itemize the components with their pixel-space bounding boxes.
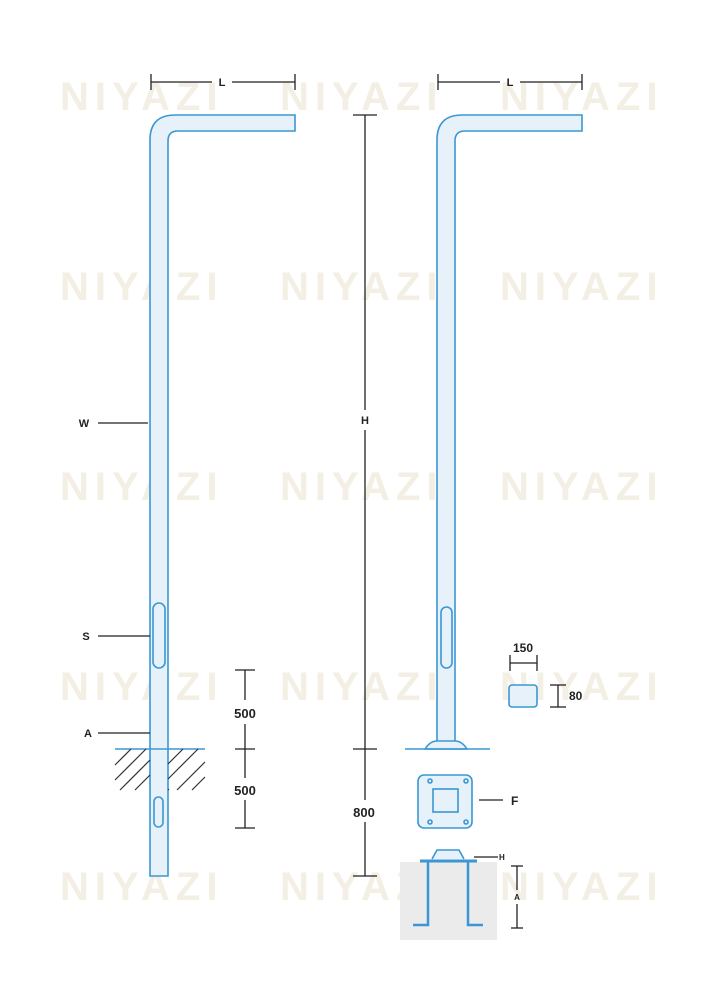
left-pole-cable-slot: [153, 796, 164, 828]
dim-500-lower: 500: [234, 783, 256, 798]
left-pole-body: [149, 114, 296, 877]
section-height-label: 80: [569, 689, 583, 703]
watermark-text: NIYAZI: [500, 265, 663, 309]
right-length-dimension: [437, 74, 583, 90]
anchor-dimensions: [474, 856, 523, 929]
right-pole-body: [436, 114, 583, 743]
watermark-text: NIYAZI: [500, 865, 663, 909]
left-pole-door-slot: [152, 602, 166, 669]
watermark-text: NIYAZI: [60, 665, 223, 709]
wall-label: W: [79, 418, 90, 430]
watermark-text: NIYAZI: [60, 865, 223, 909]
slot-label: S: [82, 631, 89, 643]
watermark-text: NIYAZI: [280, 265, 443, 309]
dim-500-upper: 500: [234, 706, 256, 721]
foundation-block: [400, 862, 497, 940]
watermark-text: NIYAZI: [280, 665, 443, 709]
section-width-label: 150: [513, 641, 533, 655]
anchor-label-left: A: [84, 728, 92, 740]
section-profile: [508, 684, 538, 708]
depth-800-label: 800: [353, 805, 375, 820]
left-ground: [114, 748, 206, 791]
watermark-text: NIYAZI: [280, 75, 443, 119]
length-label-left: L: [219, 77, 226, 89]
left-pole: [149, 114, 296, 877]
watermark-text: NIYAZI: [500, 465, 663, 509]
anchor-depth-label: A: [514, 893, 520, 902]
height-label: H: [361, 415, 369, 427]
watermark-text: NIYAZI: [60, 265, 223, 309]
right-pole: [405, 114, 583, 750]
ground-hatch: [114, 748, 206, 791]
section-dimensions: [509, 655, 566, 708]
flange-label: F: [511, 794, 518, 808]
watermark-text: NIYAZI: [280, 465, 443, 509]
watermark-text: NIYAZI: [60, 465, 223, 509]
anchor-bolts: [413, 849, 483, 927]
watermarks: NIYAZI NIYAZI NIYAZI NIYAZI NIYAZI NIYAZ…: [60, 75, 663, 909]
flange-plate: [417, 774, 473, 829]
plate-thickness-label: H: [499, 853, 505, 862]
left-dimensions: [98, 74, 296, 829]
length-label-right: L: [507, 77, 514, 89]
height-dimensions: [353, 114, 377, 877]
right-pole-door-slot: [440, 606, 453, 669]
base-flange-side: [423, 740, 469, 750]
